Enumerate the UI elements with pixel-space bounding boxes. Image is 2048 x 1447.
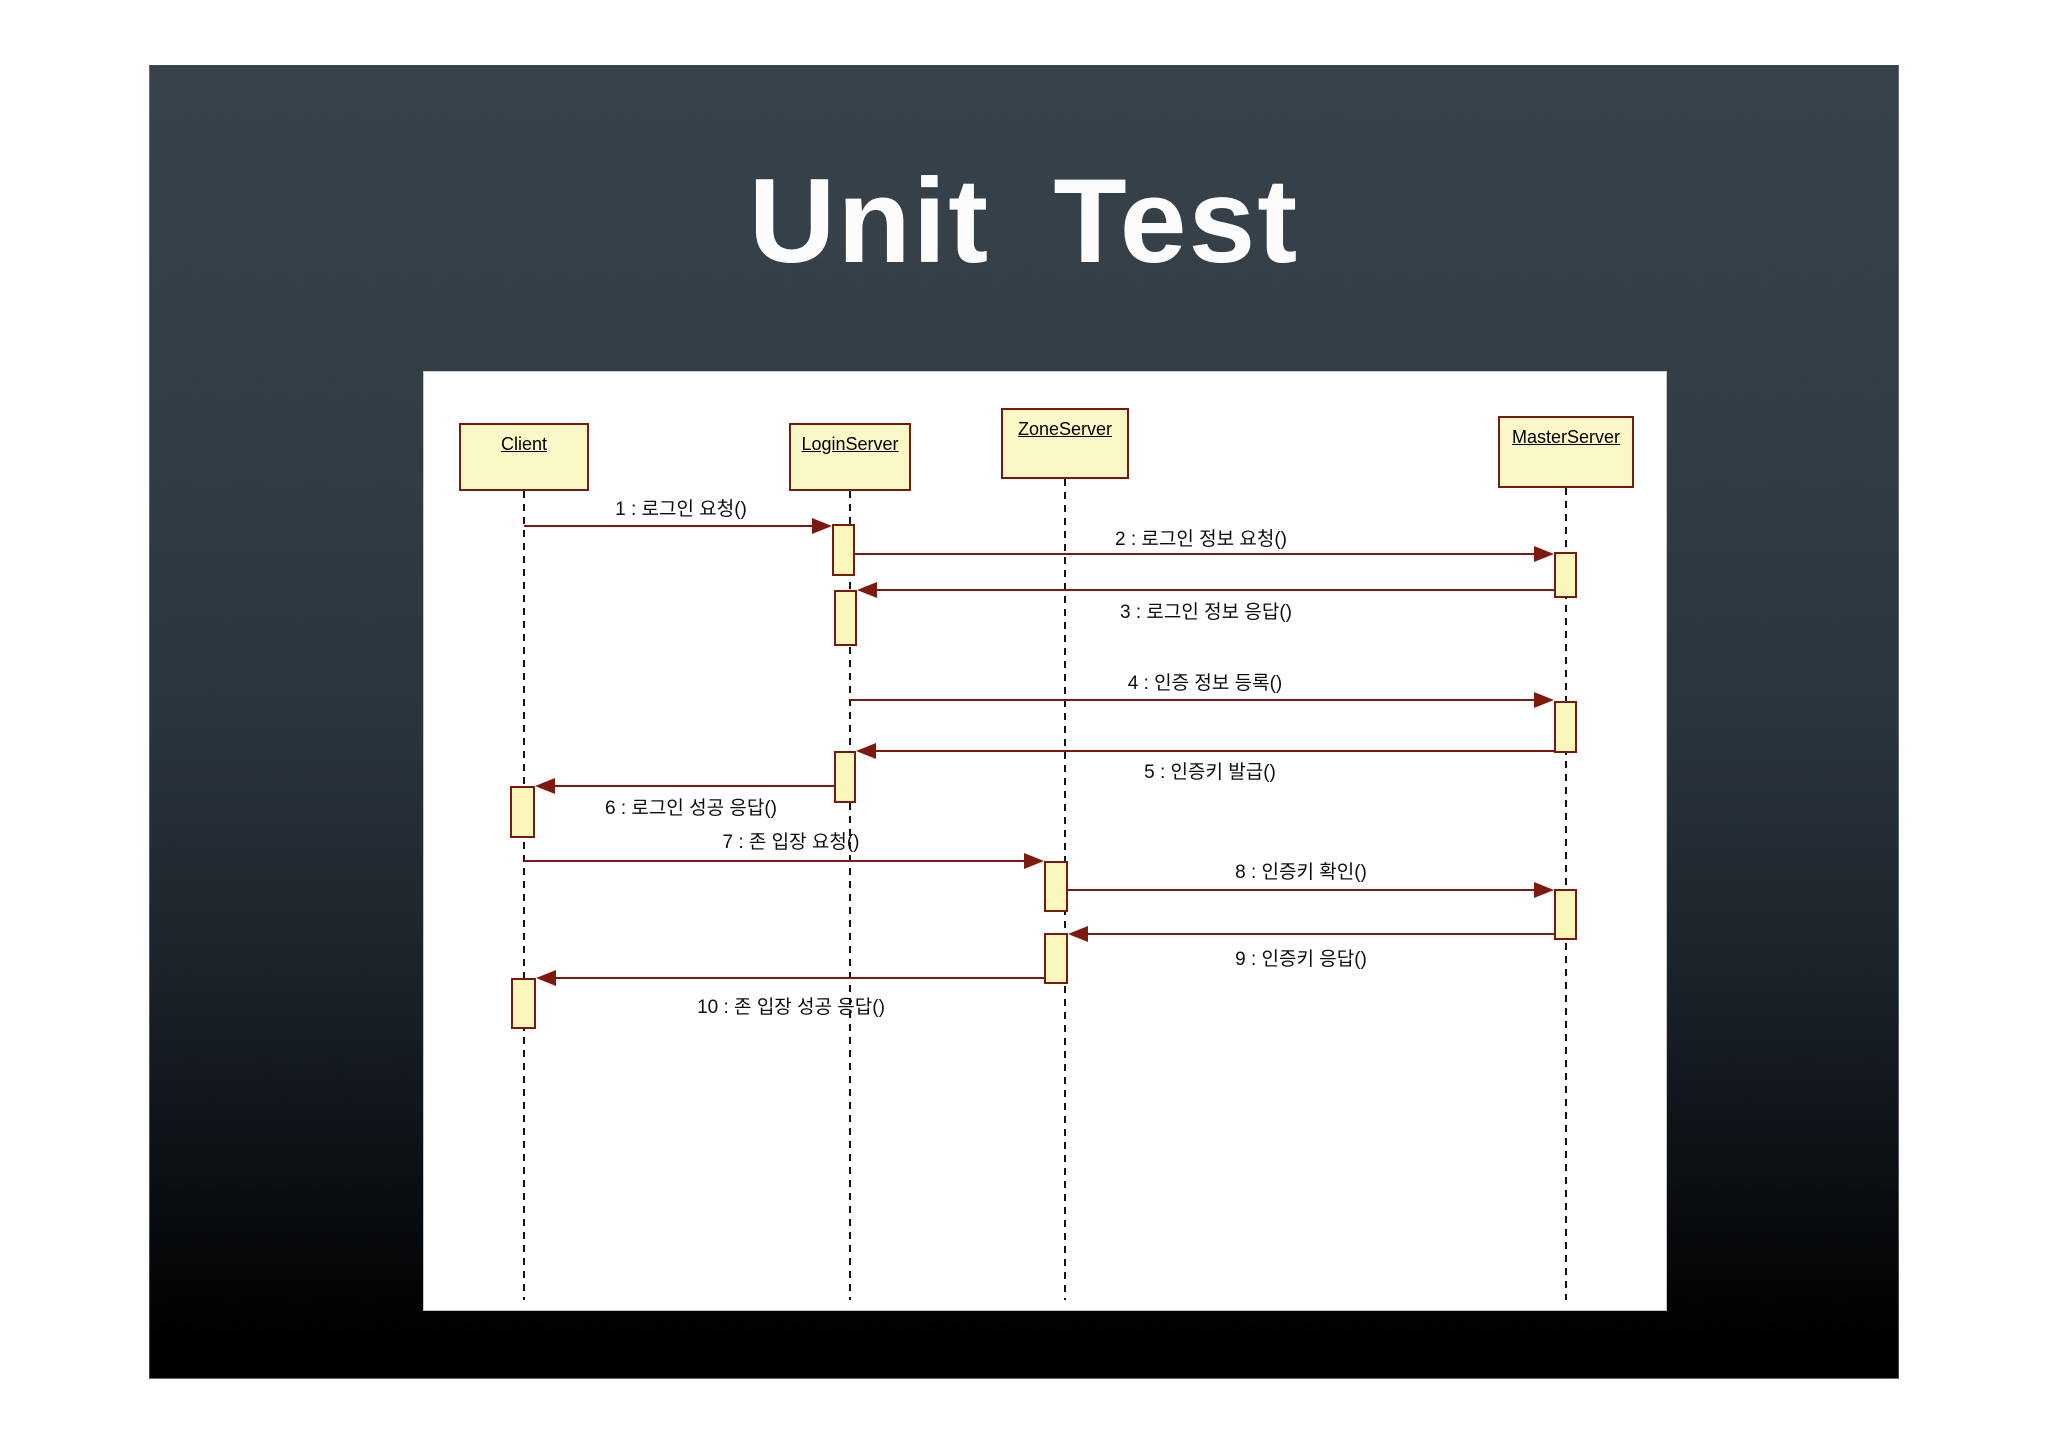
message-9-label: 9 : 인증키 응답() (1235, 949, 1367, 970)
message-4-arrowhead (1534, 692, 1554, 708)
client-activation-1 (510, 786, 535, 838)
lifeline-login-server (849, 491, 851, 1300)
message-6-line (539, 785, 834, 787)
lifeline-client (523, 491, 525, 1300)
lifeline-label-client: Client (500, 434, 548, 454)
message-9-arrowhead (1068, 926, 1088, 942)
message-10-label: 10 : 존 입장 성공 응답() (697, 997, 885, 1018)
message-3-arrowhead (857, 582, 877, 598)
client-activation-2 (511, 978, 536, 1029)
message-5-label: 5 : 인증키 발급() (1144, 762, 1276, 783)
message-9-line (1072, 933, 1554, 935)
message-10-arrowhead (536, 970, 556, 986)
message-10-line (540, 977, 1044, 979)
message-5-line (860, 750, 1554, 752)
message-7-label: 7 : 존 입장 요청() (722, 832, 860, 853)
lifeline-label-login-server: LoginServer (801, 434, 899, 454)
message-5-arrowhead (856, 743, 876, 759)
message-2-line (855, 553, 1550, 555)
message-7-line (524, 860, 1040, 862)
lifeline-header-login-server: LoginServer (789, 423, 911, 491)
slide-title: Unit Test (748, 154, 1300, 288)
message-3-line (861, 589, 1554, 591)
zone-activation-2 (1044, 933, 1068, 984)
message-4-line (850, 699, 1550, 701)
message-7-arrowhead (1024, 853, 1044, 869)
lifeline-header-client: Client (459, 423, 589, 491)
message-3-label: 3 : 로그인 정보 응답() (1120, 602, 1292, 623)
message-8-line (1068, 889, 1550, 891)
message-6-arrowhead (535, 778, 555, 794)
master-activation-3 (1554, 889, 1577, 940)
diagram-panel: Client LoginServer ZoneServer MasterServer 1… (423, 371, 1667, 1311)
lifeline-header-master-server: MasterServer (1498, 416, 1634, 488)
login-activation-3 (834, 751, 856, 803)
message-1-label: 1 : 로그인 요청() (615, 499, 747, 520)
login-activation-1 (832, 524, 855, 576)
master-activation-1 (1554, 552, 1577, 598)
login-activation-2 (834, 590, 857, 646)
message-2-arrowhead (1534, 546, 1554, 562)
message-4-label: 4 : 인증 정보 등록() (1127, 673, 1283, 694)
zone-activation-1 (1044, 861, 1068, 912)
master-activation-2 (1554, 701, 1577, 753)
lifeline-label-master-server: MasterServer (1511, 427, 1621, 447)
lifeline-header-zone-server: ZoneServer (1001, 408, 1129, 479)
lifeline-label-zone-server: ZoneServer (1017, 419, 1113, 439)
message-6-label: 6 : 로그인 성공 응답() (605, 798, 777, 819)
message-8-label: 8 : 인증키 확인() (1235, 862, 1367, 883)
sequence-diagram: Client LoginServer ZoneServer MasterServer 1… (424, 372, 1666, 1310)
message-2-label: 2 : 로그인 정보 요청() (1115, 529, 1287, 550)
message-1-arrowhead (812, 518, 832, 534)
message-1-line (524, 525, 828, 527)
message-8-arrowhead (1534, 882, 1554, 898)
